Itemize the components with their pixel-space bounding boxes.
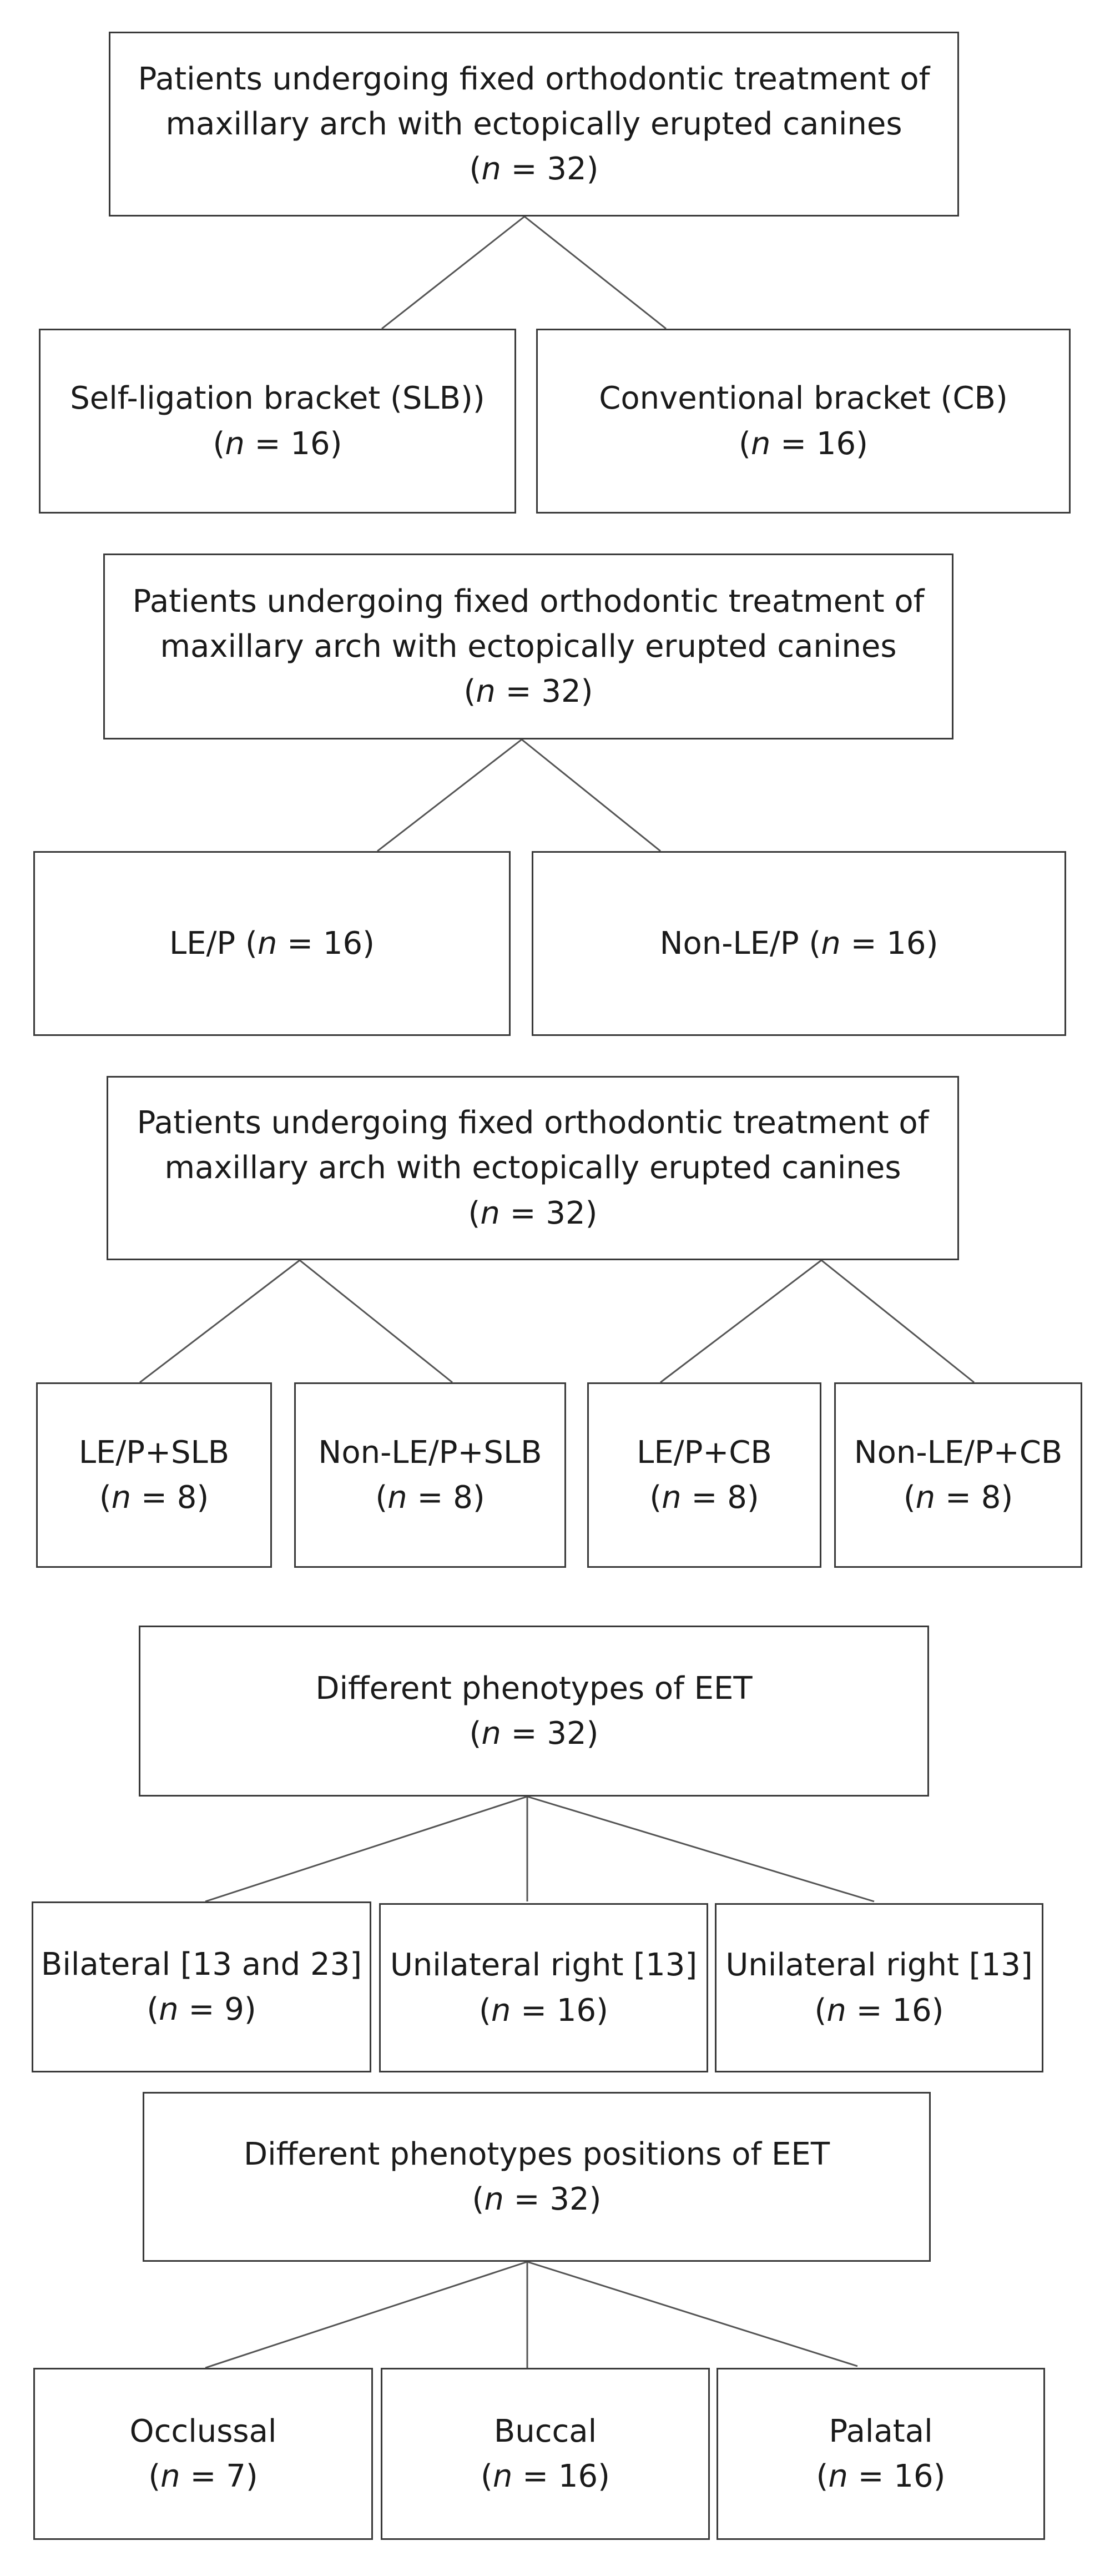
box-label: Non-LE/P+SLB — [318, 1434, 542, 1471]
box-count: (n = 16) — [816, 2458, 946, 2494]
child-box-unilateral-right: Unilateral right [13] (n = 16) — [715, 1903, 1043, 2072]
box-label: Buccal — [493, 2413, 597, 2449]
box-count: (n = 8) — [99, 1480, 209, 1516]
box-label: Bilateral [13 and 23] — [41, 1946, 362, 1983]
box-label: Self-ligation bracket (SLB)) — [70, 380, 485, 417]
child-box-buccal: Buccal (n = 16) — [381, 2368, 710, 2540]
box-count: (n = 32) — [463, 673, 593, 710]
connector-line — [527, 2261, 858, 2367]
box-count: (n = 16) — [479, 1992, 608, 2029]
child-box-non-le-p-cb: Non-LE/P+CB (n = 8) — [834, 1382, 1082, 1568]
connector-line — [521, 738, 661, 852]
box-count: (n = 32) — [472, 2181, 602, 2217]
box-count: (n = 16) — [814, 1992, 944, 2029]
child-box-non-le-p-slb: Non-LE/P+SLB (n = 8) — [294, 1382, 566, 1568]
box-label: LE/P+CB — [637, 1434, 772, 1471]
connector-line — [205, 1795, 528, 1903]
box-text-line: maxillary arch with ectopically erupted … — [165, 105, 902, 142]
box-text-line: maxillary arch with ectopically erupted … — [164, 1150, 901, 1186]
connector-line — [139, 1259, 300, 1383]
root-box-treatment: Patients undergoing fixed orthodontic tr… — [107, 1076, 959, 1260]
box-text-line: Different phenotypes positions of EET — [243, 2136, 830, 2172]
box-label: Conventional bracket (CB) — [599, 380, 1008, 417]
child-box-palatal: Palatal (n = 16) — [717, 2368, 1045, 2540]
connector-line — [381, 215, 525, 330]
child-box-occlusal: Occlussal (n = 7) — [33, 2368, 373, 2540]
box-label: Non-LE/P (n = 16) — [659, 925, 939, 962]
connector-line — [660, 1259, 822, 1383]
box-label: Palatal — [829, 2413, 933, 2449]
box-count: (n = 8) — [649, 1480, 759, 1516]
box-text-line: Patients undergoing fixed orthodontic tr… — [137, 1105, 929, 1141]
child-box-bilateral: Bilateral [13 and 23] (n = 9) — [32, 1901, 371, 2072]
box-label: Unilateral right [13] — [390, 1947, 698, 1984]
box-label: Unilateral right [13] — [725, 1947, 1033, 1984]
child-box-cb: Conventional bracket (CB) (n = 16) — [536, 329, 1071, 514]
child-box-slb: Self-ligation bracket (SLB)) (n = 16) — [39, 329, 516, 514]
box-label: Occlussal — [129, 2413, 277, 2449]
box-label: LE/P+SLB — [78, 1434, 230, 1471]
box-count: (n = 8) — [375, 1480, 485, 1516]
child-box-unilateral-right: Unilateral right [13] (n = 16) — [379, 1903, 708, 2072]
box-text-line: Different phenotypes of EET — [315, 1670, 753, 1707]
box-count: (n = 16) — [213, 425, 342, 462]
box-count: (n = 7) — [148, 2458, 258, 2494]
root-box-treatment: Patients undergoing fixed orthodontic tr… — [103, 554, 953, 739]
box-count: (n = 32) — [468, 1195, 598, 1231]
box-count: (n = 32) — [469, 151, 599, 188]
child-box-le-p-cb: LE/P+CB (n = 8) — [587, 1382, 821, 1568]
child-box-le-p-slb: LE/P+SLB (n = 8) — [36, 1382, 272, 1568]
box-count: (n = 16) — [481, 2458, 610, 2494]
connector-line — [205, 2261, 528, 2369]
child-box-non-le-p: Non-LE/P (n = 16) — [532, 851, 1066, 1036]
box-text-line: maxillary arch with ectopically erupted … — [160, 628, 897, 665]
root-box-treatment: Patients undergoing fixed orthodontic tr… — [109, 32, 959, 217]
box-count: (n = 16) — [739, 425, 868, 462]
box-count: (n = 8) — [903, 1480, 1013, 1516]
connector-line — [527, 1795, 875, 1903]
connector-line — [821, 1259, 975, 1383]
box-text-line: Patients undergoing fixed orthodontic tr… — [132, 583, 925, 620]
box-count: (n = 9) — [147, 1991, 256, 2027]
box-label: LE/P (n = 16) — [169, 925, 375, 962]
box-count: (n = 32) — [469, 1715, 599, 1752]
root-box-phenotype-positions: Different phenotypes positions of EET (n… — [143, 2092, 931, 2262]
box-text-line: Patients undergoing fixed orthodontic tr… — [138, 61, 930, 97]
root-box-phenotypes: Different phenotypes of EET (n = 32) — [139, 1626, 929, 1797]
box-label: Non-LE/P+CB — [854, 1434, 1063, 1471]
connector-line — [299, 1259, 453, 1383]
connector-line — [524, 215, 667, 330]
connector-line — [377, 738, 522, 852]
child-box-le-p: LE/P (n = 16) — [33, 851, 511, 1036]
